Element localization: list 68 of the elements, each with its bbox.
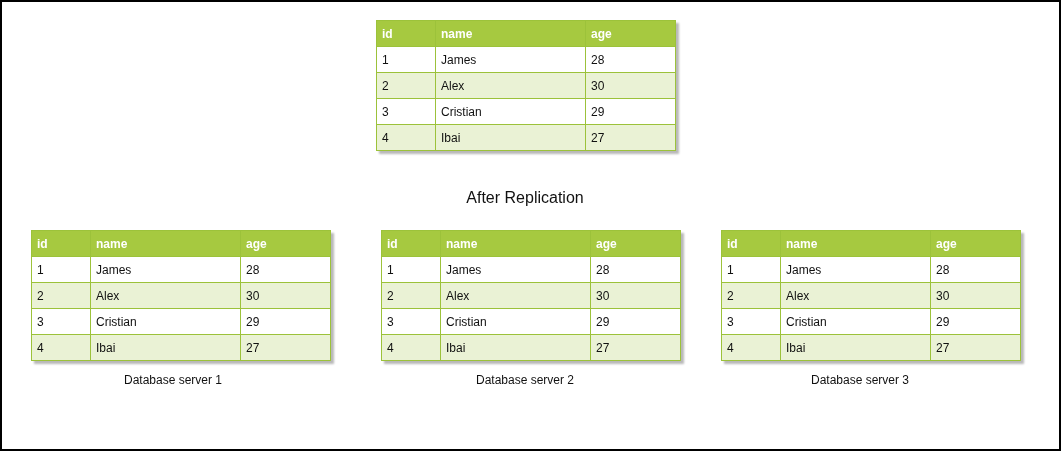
table-cell: Alex xyxy=(91,283,240,308)
table-cell: 29 xyxy=(591,309,680,334)
table-cell: James xyxy=(781,257,930,282)
column-header: name xyxy=(781,231,930,256)
table-cell: 1 xyxy=(382,257,440,282)
column-header: age xyxy=(591,231,680,256)
table-cell: Ibai xyxy=(91,335,240,360)
table-cell: Ibai xyxy=(441,335,590,360)
table-caption: Database server 3 xyxy=(810,373,910,387)
table-cell: 1 xyxy=(377,47,435,72)
table-cell: 27 xyxy=(586,125,675,150)
table-cell: 1 xyxy=(722,257,780,282)
table-cell: 29 xyxy=(241,309,330,334)
table-cell: 29 xyxy=(586,99,675,124)
table-cell: 27 xyxy=(591,335,680,360)
table-cell: 27 xyxy=(241,335,330,360)
table-cell: 3 xyxy=(377,99,435,124)
table-cell: 4 xyxy=(722,335,780,360)
column-header: name xyxy=(91,231,240,256)
data-table xyxy=(376,20,676,151)
table-cell: 2 xyxy=(382,283,440,308)
column-header: age xyxy=(241,231,330,256)
table-cell: 2 xyxy=(377,73,435,98)
table-cell: James xyxy=(91,257,240,282)
table-cell: Cristian xyxy=(436,99,585,124)
table-cell: 2 xyxy=(722,283,780,308)
column-header: id xyxy=(722,231,780,256)
table-cell: 4 xyxy=(377,125,435,150)
table-cell: 28 xyxy=(586,47,675,72)
table-cell: 3 xyxy=(32,309,90,334)
table-cell: 30 xyxy=(241,283,330,308)
table-cell: 2 xyxy=(32,283,90,308)
data-table xyxy=(381,230,681,361)
table-cell: 28 xyxy=(241,257,330,282)
table-cell: Cristian xyxy=(441,309,590,334)
table-cell: 28 xyxy=(931,257,1020,282)
table-cell: 4 xyxy=(32,335,90,360)
table-cell: Alex xyxy=(781,283,930,308)
column-header: id xyxy=(377,21,435,46)
column-header: age xyxy=(931,231,1020,256)
column-header: id xyxy=(32,231,90,256)
diagram-title: After Replication xyxy=(466,189,584,207)
table-cell: James xyxy=(436,47,585,72)
table-caption: Database server 1 xyxy=(123,373,223,387)
table-cell: Cristian xyxy=(91,309,240,334)
table-cell: 30 xyxy=(591,283,680,308)
table-cell: Alex xyxy=(436,73,585,98)
table-cell: 3 xyxy=(382,309,440,334)
table-cell: Ibai xyxy=(436,125,585,150)
column-header: id xyxy=(382,231,440,256)
column-header: name xyxy=(436,21,585,46)
table-cell: Cristian xyxy=(781,309,930,334)
column-header: name xyxy=(441,231,590,256)
table-cell: 4 xyxy=(382,335,440,360)
table-cell: 3 xyxy=(722,309,780,334)
table-cell: 28 xyxy=(591,257,680,282)
table-cell: 30 xyxy=(931,283,1020,308)
data-table xyxy=(721,230,1021,361)
table-cell: 27 xyxy=(931,335,1020,360)
table-caption: Database server 2 xyxy=(475,373,575,387)
table-cell: James xyxy=(441,257,590,282)
table-cell: Ibai xyxy=(781,335,930,360)
table-cell: Alex xyxy=(441,283,590,308)
column-header: age xyxy=(586,21,675,46)
table-cell: 30 xyxy=(586,73,675,98)
data-table xyxy=(31,230,331,361)
table-cell: 29 xyxy=(931,309,1020,334)
table-cell: 1 xyxy=(32,257,90,282)
